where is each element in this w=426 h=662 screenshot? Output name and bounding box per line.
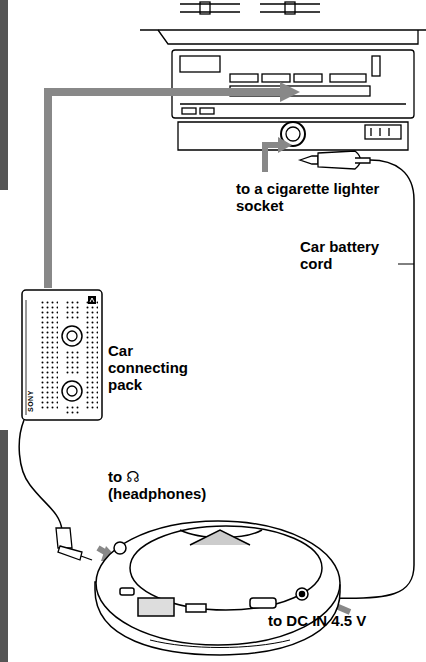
part-name: Car connecting pack: [108, 342, 208, 393]
headphone-cable: [19, 420, 62, 530]
car-stereo: [140, 2, 426, 150]
callout-text: to ☊ (headphones): [108, 468, 228, 502]
arrowhead: [278, 137, 292, 153]
insert-arrow: [265, 145, 280, 172]
brand-mark: SONY: [27, 390, 35, 412]
side-tab: [0, 0, 8, 190]
arrowhead: [280, 82, 300, 102]
callout-text: to a cigarette lighter socket: [236, 180, 396, 214]
battery-cord: [330, 160, 414, 598]
headphone-plug: [56, 528, 92, 560]
side-tab: [0, 430, 8, 662]
part-name: Car battery cord: [300, 238, 396, 272]
cd-player: [95, 521, 340, 655]
leader-line: [398, 264, 414, 265]
car-connecting-pack: [22, 290, 102, 420]
lighter-plug: [300, 151, 370, 169]
callout-text: to DC IN 4.5 V: [268, 612, 388, 629]
